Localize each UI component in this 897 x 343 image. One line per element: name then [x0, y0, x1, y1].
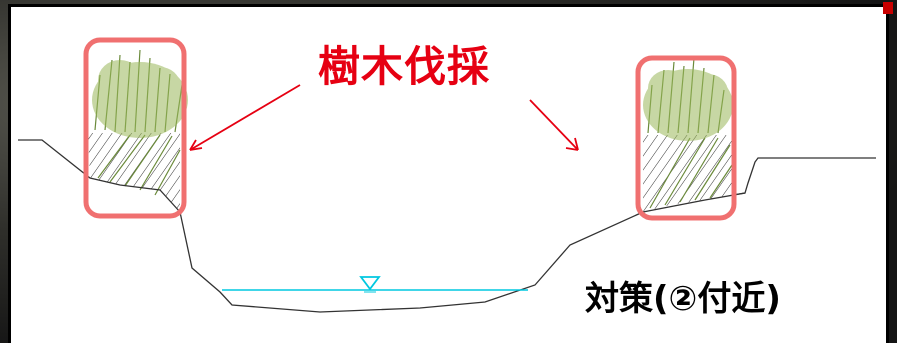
- right-arrow: [529, 99, 579, 151]
- action-label: 樹木伐採: [318, 42, 491, 91]
- right-foliage: [643, 69, 733, 141]
- corner-marker: [883, 2, 893, 14]
- right-highlight-box: [635, 55, 737, 221]
- water-level-icon: [359, 276, 381, 291]
- left-arrow: [189, 84, 301, 151]
- left-foliage: [92, 60, 188, 138]
- caption-label: 対策(②付近): [585, 279, 781, 319]
- ground-profile: [18, 139, 876, 313]
- right-bank-hatch: [643, 135, 733, 212]
- left-highlight-box: [83, 37, 187, 219]
